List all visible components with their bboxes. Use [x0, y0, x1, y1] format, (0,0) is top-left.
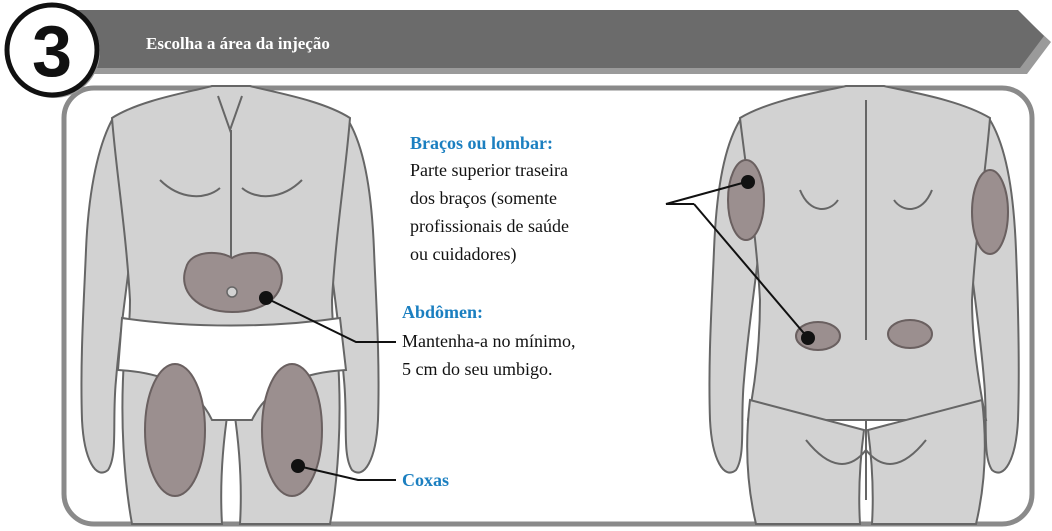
arm-marker-dot [741, 175, 755, 189]
header-banner [60, 10, 1051, 74]
abdomen-marker-dot [259, 291, 273, 305]
abdomen-line-2: 5 cm do seu umbigo. [402, 359, 553, 379]
thighs-heading: Coxas [402, 470, 449, 490]
arms-back-line-3: profissionais de saúde [410, 216, 569, 236]
right-lower-back-injection-site [887, 319, 933, 349]
step-badge: 3 [4, 2, 100, 98]
arm-leader [665, 181, 747, 205]
thigh-leader [297, 465, 396, 481]
back-leader [693, 203, 809, 339]
left-upper-arm-injection-site [727, 159, 765, 241]
navel [226, 286, 238, 298]
abdomen-line-1: Mantenha-a no mínimo, [402, 331, 575, 351]
arms-back-heading: Braços ou lombar: [410, 133, 553, 153]
arms-back-line-2: dos braços (somente [410, 188, 557, 209]
abdomen-leader [265, 297, 396, 343]
leader-lines [265, 181, 809, 481]
step-number: 3 [32, 12, 72, 92]
arms-back-line-4: ou cuidadores) [410, 244, 516, 265]
right-upper-arm-injection-site [971, 169, 1009, 255]
back-marker-dot [801, 331, 815, 345]
arms-back-line-1: Parte superior traseira [410, 160, 568, 180]
thigh-marker-dot [291, 459, 305, 473]
left-thigh-injection-site [144, 363, 206, 497]
right-thigh-injection-site [261, 363, 323, 497]
abdomen-heading: Abdômen: [402, 302, 483, 322]
page-title: Escolha a área da injeção [146, 34, 330, 53]
abdomen-injection-site [183, 251, 283, 314]
